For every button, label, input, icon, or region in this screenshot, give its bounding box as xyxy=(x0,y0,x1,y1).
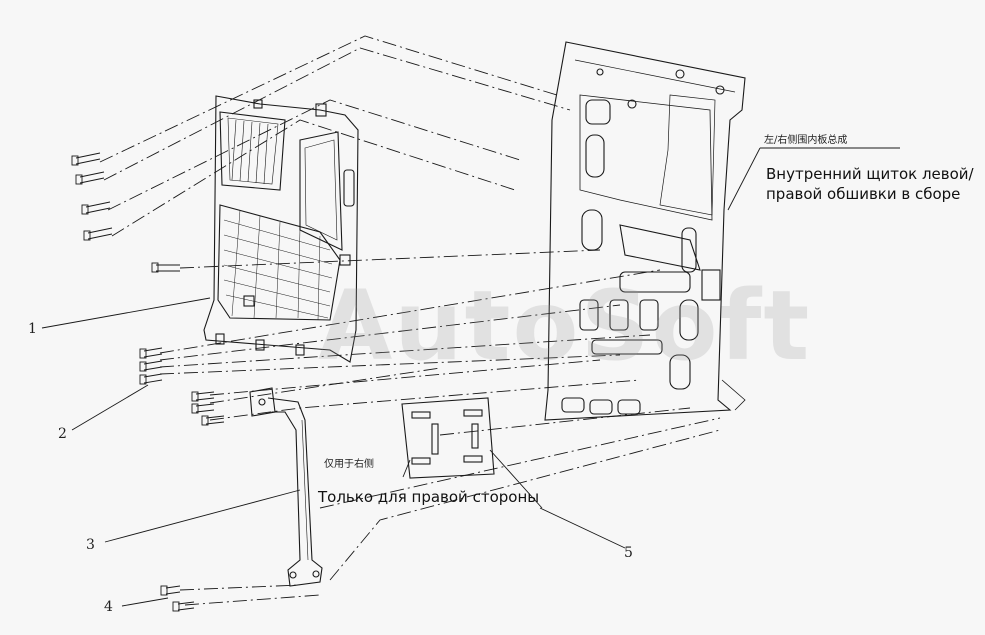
watermark: AutoSoft xyxy=(318,270,812,382)
callout-4: 4 xyxy=(104,599,113,615)
assembly-label-ru: Внутренний щиток левой/правой обшивки в … xyxy=(766,165,974,203)
part-5-plate xyxy=(401,397,495,479)
part-3-bracket xyxy=(249,387,323,587)
right-only-label-ru: Только для правой стороны xyxy=(318,488,540,506)
callout-1: 1 xyxy=(28,321,37,337)
assembly-lines xyxy=(99,35,721,606)
bolts xyxy=(71,152,225,612)
bolt-group-4 xyxy=(160,585,195,612)
part-1-trim-panel xyxy=(203,95,359,363)
inner-side-panel-assembly xyxy=(544,41,746,421)
callout-2: 2 xyxy=(58,426,67,442)
bolt-group-top xyxy=(71,152,180,273)
right-only-label-cn: 仅用于右侧 xyxy=(324,459,374,470)
callout-5: 5 xyxy=(624,545,633,561)
leader-lines xyxy=(41,147,900,607)
assembly-label-cn: 左/右侧围内板总成 xyxy=(764,135,848,146)
callout-3: 3 xyxy=(86,537,95,553)
bolt-group-2 xyxy=(139,347,225,426)
